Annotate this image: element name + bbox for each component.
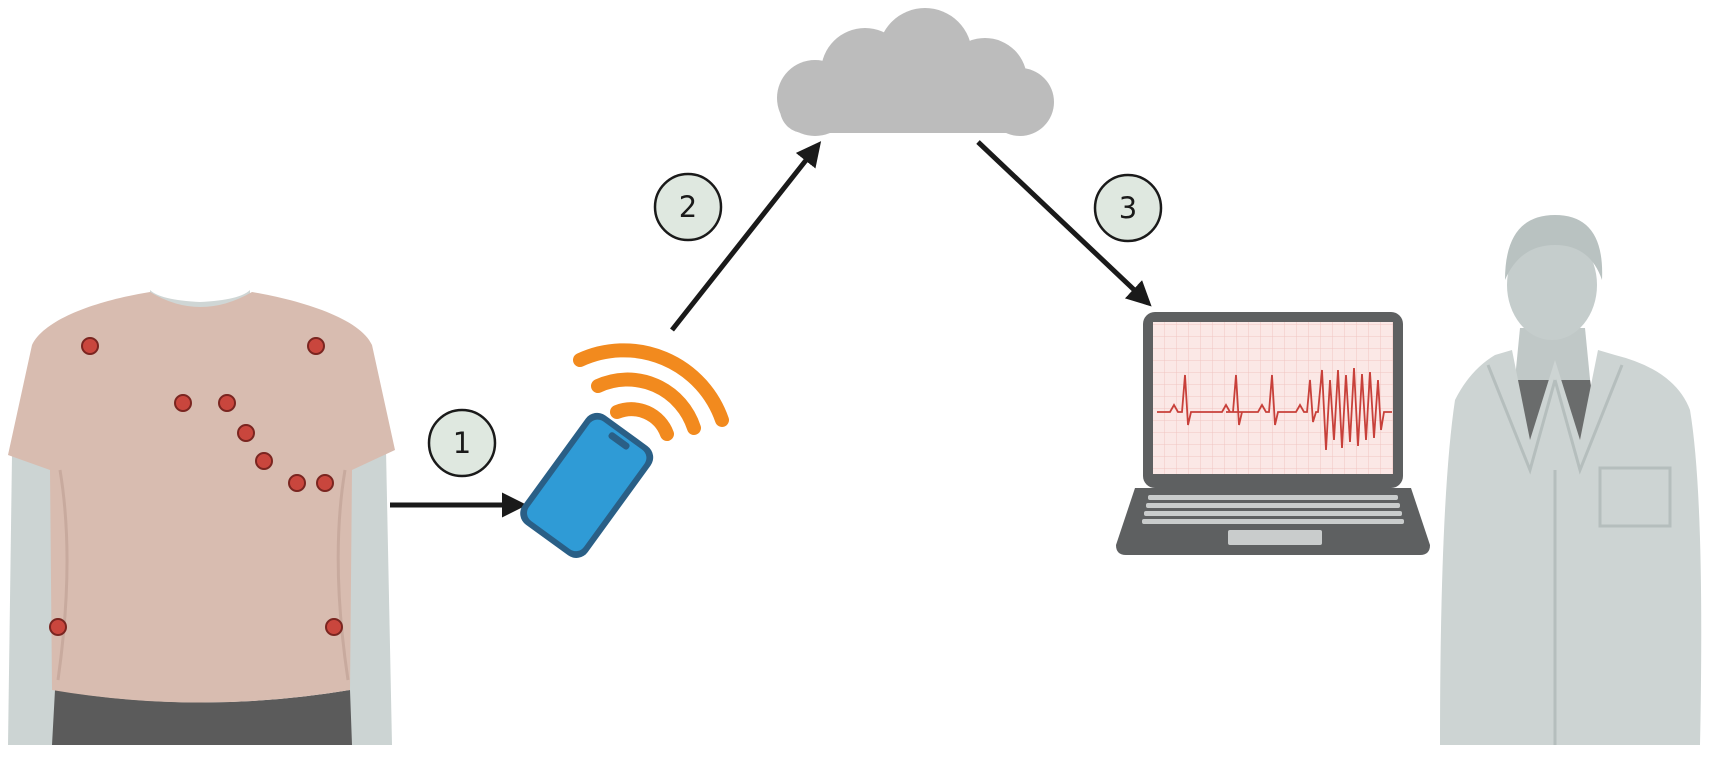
ecg-electrodes — [49, 337, 343, 636]
patient-torso-icon — [8, 290, 395, 745]
ecg-waveform-icon — [1157, 367, 1392, 451]
ecg-electrode-icon — [174, 394, 192, 412]
wifi-signal-icon — [573, 343, 729, 441]
ecg-electrode-icon — [81, 337, 99, 355]
ecg-electrode-icon — [307, 337, 325, 355]
laptop-icon — [1116, 312, 1430, 555]
ecg-electrode-icon — [218, 394, 236, 412]
step-1-badge: 1 — [427, 408, 497, 478]
ecg-electrode-icon — [255, 452, 273, 470]
ecg-electrode-icon — [288, 474, 306, 492]
ecg-electrode-icon — [49, 618, 67, 636]
step-2-badge: 2 — [653, 172, 723, 242]
step-3-badge: 3 — [1093, 173, 1163, 243]
ecg-electrode-icon — [325, 618, 343, 636]
doctor-icon — [1440, 215, 1702, 745]
arrow-cloud-to-laptop — [976, 140, 1152, 307]
ecg-electrode-icon — [237, 424, 255, 442]
smartphone-icon — [520, 412, 654, 558]
laptop-touchpad — [1228, 530, 1322, 545]
step-1-number: 1 — [453, 426, 471, 460]
cloud-icon — [777, 8, 1054, 136]
step-2-number: 2 — [679, 190, 697, 224]
arrow-phone-to-cloud — [670, 141, 822, 332]
step-3-number: 3 — [1119, 191, 1137, 225]
ecg-electrode-icon — [316, 474, 334, 492]
